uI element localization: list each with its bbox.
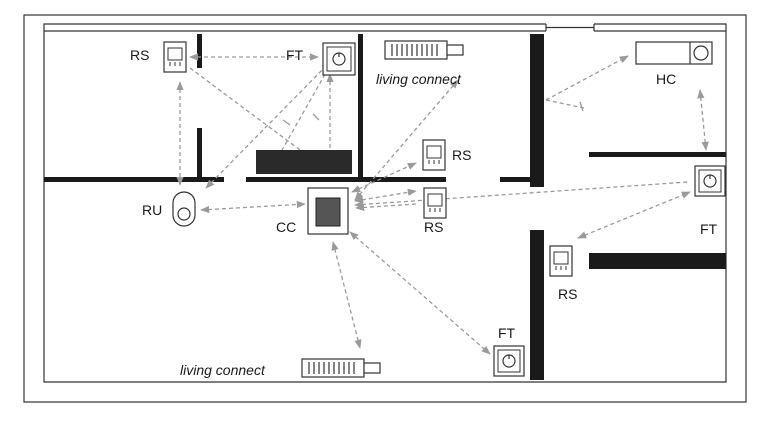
label-rs-center: RS xyxy=(424,219,443,235)
building-outline xyxy=(43,23,727,383)
room-sensor-icon xyxy=(163,41,187,73)
floor-thermostat-icon xyxy=(322,42,356,76)
wireless-links xyxy=(176,53,709,355)
label-rs-right: RS xyxy=(558,286,577,302)
label-ft-bottom: FT xyxy=(498,325,516,341)
room-sensor-icon xyxy=(422,139,446,171)
floor-thermostat-icon xyxy=(694,165,726,197)
label-rs-top: RS xyxy=(130,47,149,63)
room-sensor-icon xyxy=(423,187,447,219)
floor-thermostat-icon xyxy=(493,345,525,377)
repeater-unit-icon xyxy=(172,191,196,227)
central-controller-icon xyxy=(307,187,349,235)
label-cc: CC xyxy=(276,219,296,235)
label-ru: RU xyxy=(142,202,162,218)
interior-walls xyxy=(44,34,726,380)
room-sensor-icon xyxy=(549,245,573,277)
label-ft-top: FT xyxy=(286,47,304,63)
radiator-valve-icon xyxy=(301,358,381,378)
label-ft-right: FT xyxy=(700,221,718,237)
radiator-valve-icon xyxy=(384,40,464,60)
hydronic-controller-icon xyxy=(635,41,713,65)
outer-frame xyxy=(23,14,747,403)
label-hc: HC xyxy=(656,71,676,87)
label-rs-mid: RS xyxy=(452,147,471,163)
label-living-connect-top: living connect xyxy=(376,71,462,87)
radiator-block xyxy=(256,150,352,174)
label-living-connect-bottom: living connect xyxy=(180,362,266,378)
